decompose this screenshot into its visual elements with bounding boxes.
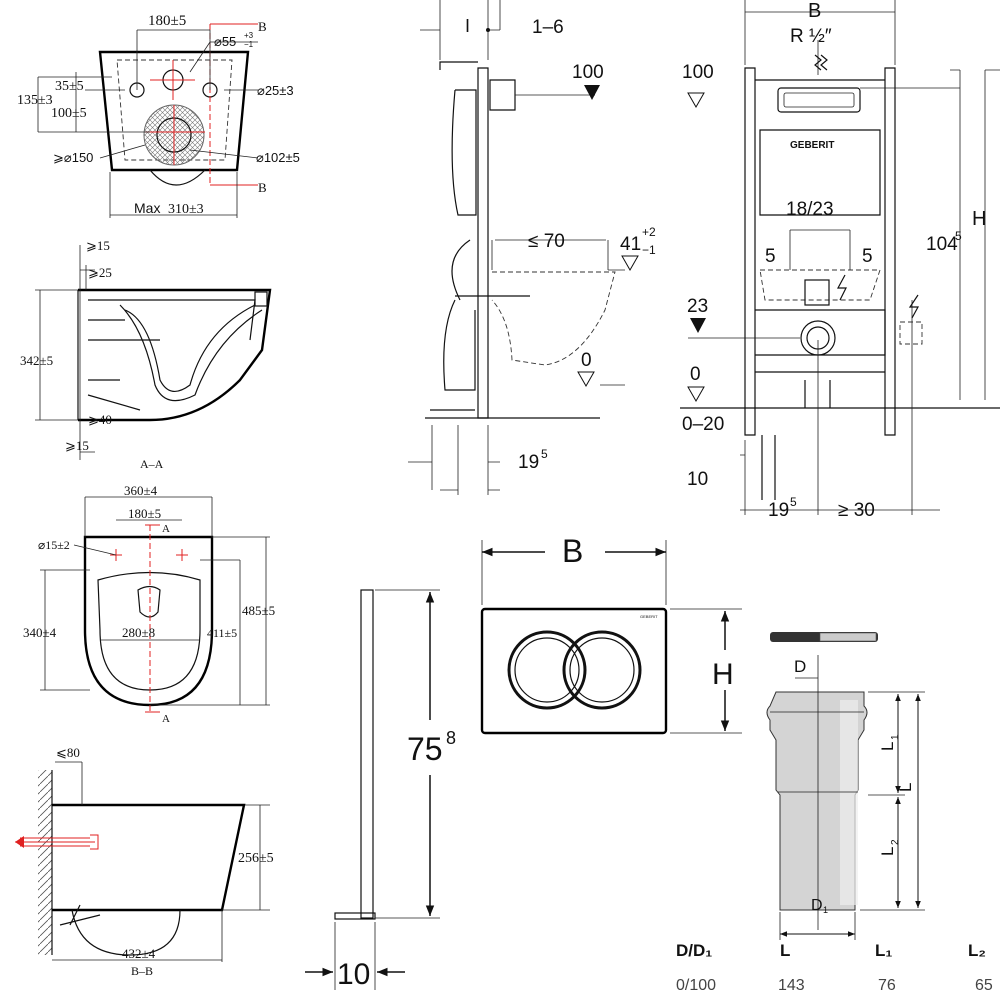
frame-side-view: I 1–6 100 ≤ 70 41 +2 −1 0 19 5 <box>408 0 656 495</box>
dim-b: B <box>562 533 583 569</box>
seat-view: 360±4 180±5 A A ⌀15±2 340±4 280±8 485±5 … <box>23 483 275 725</box>
dim-411: 411±5 <box>207 626 237 640</box>
dim-0-20: 0–20 <box>682 414 724 435</box>
dim-80: ⩽80 <box>56 745 80 760</box>
section-label: B–B <box>131 964 153 978</box>
dim-hole-tol-down: −1 <box>244 40 254 49</box>
dim-i: I <box>465 16 470 36</box>
dim-max: Max <box>134 200 160 216</box>
dim-19-sup: 5 <box>541 447 548 461</box>
dim-23: 23 <box>687 296 708 317</box>
dim-l: L <box>896 783 915 792</box>
dim-0: 0 <box>581 350 592 371</box>
frame-front-view: GEBERIT B R ½″ 100 18/23 5 5 H 104 5 23 … <box>680 0 1000 521</box>
dim-310: 310±3 <box>168 202 204 217</box>
dim-10: 10 <box>337 958 370 991</box>
dim-135: 135±3 <box>17 93 53 108</box>
dim-41-tol-down: −1 <box>642 243 656 257</box>
section-b-top: B <box>258 19 267 34</box>
flush-plate: GEBERIT B H <box>480 533 742 735</box>
table-header-l2: L₂ <box>968 941 986 960</box>
dim-41: 41 <box>620 234 641 255</box>
dim-180: 180±5 <box>128 506 161 521</box>
section-b-b: ⩽80 256±5 432±4 B–B <box>15 745 274 978</box>
dim-19: 19 <box>768 500 789 521</box>
dim-360: 360±4 <box>124 483 158 498</box>
dim-256: 256±5 <box>238 851 274 866</box>
dim-15: ⌀15±2 <box>38 538 70 552</box>
section-label: A–A <box>140 457 164 471</box>
dim-0: 0 <box>690 364 701 385</box>
plate-brand: GEBERIT <box>640 614 658 619</box>
dim-41-tol-up: +2 <box>642 225 656 239</box>
dim-19: 19 <box>518 452 539 473</box>
dim-10: 10 <box>687 469 708 490</box>
dim-100: 100±5 <box>51 106 87 121</box>
dim-104-sup: 5 <box>955 229 962 243</box>
dim-342: 342±5 <box>20 353 53 368</box>
dim-150: ⩾⌀150 <box>53 150 93 165</box>
dim-18-23: 18/23 <box>786 199 834 220</box>
top-view: 180±5 ⌀55 +3 −1 B B 35±5 135±3 100±5 ⌀25… <box>17 13 300 218</box>
dim-40: ⩾40 <box>88 412 112 427</box>
dim-l1: L <box>878 742 897 751</box>
dimension-table: D/D₁ L L₁ L₂ 0/100 143 76 65 <box>676 941 993 994</box>
dim-d1-sub: 1 <box>823 905 828 915</box>
table-cell: 143 <box>778 977 805 994</box>
table-cell: 0/100 <box>676 977 716 994</box>
support-bar: 75 8 10 <box>305 589 456 991</box>
dim-top: 1–6 <box>532 17 564 38</box>
brand-label: GEBERIT <box>790 140 834 151</box>
dim-19-sup: 5 <box>790 495 797 509</box>
dim-h: H <box>972 208 986 230</box>
dim-b: B <box>808 0 821 22</box>
dim-35: 35±5 <box>55 79 84 94</box>
section-a-a: ⩾15 ⩾25 342±5 ⩾40 ⩾15 A–A <box>20 238 272 471</box>
dim-70: ≤ 70 <box>528 231 565 252</box>
dim-25: ⩾25 <box>88 265 112 280</box>
dim-width: 180±5 <box>148 13 186 29</box>
dim-15-top: ⩾15 <box>86 238 110 253</box>
dim-d: D <box>794 657 806 676</box>
dim-100: 100 <box>682 62 714 83</box>
dim-hole: ⌀55 <box>214 34 236 49</box>
section-a-top: A <box>162 523 170 535</box>
dim-25: ⌀25±3 <box>257 83 294 98</box>
table-cell: 76 <box>878 977 896 994</box>
dim-r: R ½″ <box>790 26 832 47</box>
dim-hole-tol-up: +3 <box>244 31 254 40</box>
table-cell: 65 <box>975 977 993 994</box>
table-header-l1: L₁ <box>875 941 892 960</box>
dim-5-left: 5 <box>765 246 776 267</box>
dim-15-bottom: ⩾15 <box>65 438 89 453</box>
table-header-l: L <box>780 941 790 960</box>
dim-340: 340±4 <box>23 625 57 640</box>
table-header-d: D/D₁ <box>676 941 712 960</box>
dim-485: 485±5 <box>242 603 275 618</box>
dim-5-right: 5 <box>862 246 873 267</box>
dim-102: ⌀102±5 <box>256 150 300 165</box>
dim-75: 75 <box>407 731 443 767</box>
section-b-bottom: B <box>258 180 267 195</box>
dim-l1-sub: 1 <box>890 734 901 740</box>
dim-d1: D <box>811 897 823 914</box>
dim-104: 104 <box>926 234 958 255</box>
dim-30: ≥ 30 <box>838 500 875 521</box>
dim-l2: L <box>878 847 897 856</box>
pipe-fitting: D L L 1 L 2 D 1 <box>766 632 925 940</box>
dim-l2-sub: 2 <box>890 839 901 845</box>
dim-432: 432±4 <box>122 946 156 961</box>
section-a-bottom: A <box>162 713 170 725</box>
dim-75-sup: 8 <box>446 728 456 748</box>
dim-h: H <box>712 658 734 691</box>
dim-100: 100 <box>572 62 604 83</box>
dim-280: 280±8 <box>122 625 155 640</box>
